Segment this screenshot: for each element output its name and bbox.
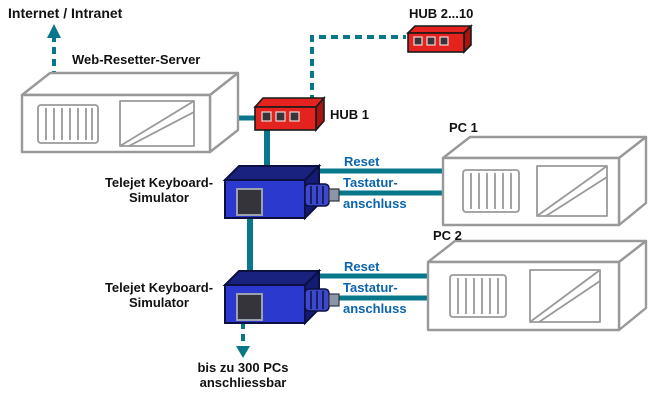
simulator1-label-line2: Simulator xyxy=(129,190,189,205)
hub2-label: HUB 2...10 xyxy=(409,6,474,21)
simulator2-label-line1: Telejet Keyboard- xyxy=(104,280,214,295)
simulator1-label: Telejet Keyboard- Simulator xyxy=(96,175,222,205)
pc1-panel xyxy=(536,165,608,217)
simulator1-device xyxy=(222,163,340,221)
keyboard-plug2-icon xyxy=(304,288,340,312)
reset2-label: Reset xyxy=(344,259,380,274)
tastatur1-label-line1: Tastatur- xyxy=(343,175,398,190)
pc2-vent-grill xyxy=(449,274,507,318)
hub1-device xyxy=(253,95,326,133)
server-label: Web-Resetter-Server xyxy=(72,52,201,67)
pc2-box xyxy=(426,239,648,332)
pc2-panel xyxy=(529,269,601,323)
expansion-label-line2: anschliessbar xyxy=(199,375,287,390)
expansion-label: bis zu 300 PCs anschliessbar xyxy=(173,360,313,390)
pc1-box xyxy=(441,135,648,227)
expansion-label-line1: bis zu 300 PCs xyxy=(197,360,289,375)
simulator1-label-line1: Telejet Keyboard- xyxy=(104,175,214,190)
pc1-label: PC 1 xyxy=(449,120,478,135)
expand-arrow-head xyxy=(236,346,250,358)
simulator1-port xyxy=(236,188,263,216)
server-panel xyxy=(119,100,195,147)
simulator2-device xyxy=(222,268,340,326)
server-vent-grill xyxy=(37,104,99,144)
simulator2-label: Telejet Keyboard- Simulator xyxy=(96,280,222,310)
internet-label: Internet / Intranet xyxy=(8,5,123,21)
tastatur2-label-line2: anschluss xyxy=(343,301,407,316)
server-box xyxy=(20,71,240,154)
hub1-hub2-dashed-line xyxy=(310,35,406,102)
tastatur2-label-line1: Tastatur- xyxy=(343,280,398,295)
hub1-label: HUB 1 xyxy=(330,107,370,122)
keyboard-plug1-icon xyxy=(304,183,340,207)
tastatur1-label-line2: anschluss xyxy=(343,196,407,211)
simulator2-label-line2: Simulator xyxy=(129,295,189,310)
simulator2-port xyxy=(236,293,263,321)
reset1-label: Reset xyxy=(344,154,380,169)
pc1-vent-grill xyxy=(462,169,520,213)
hub2-device xyxy=(406,24,473,54)
pc2-label: PC 2 xyxy=(433,228,462,243)
internet-arrow-head xyxy=(47,24,61,38)
